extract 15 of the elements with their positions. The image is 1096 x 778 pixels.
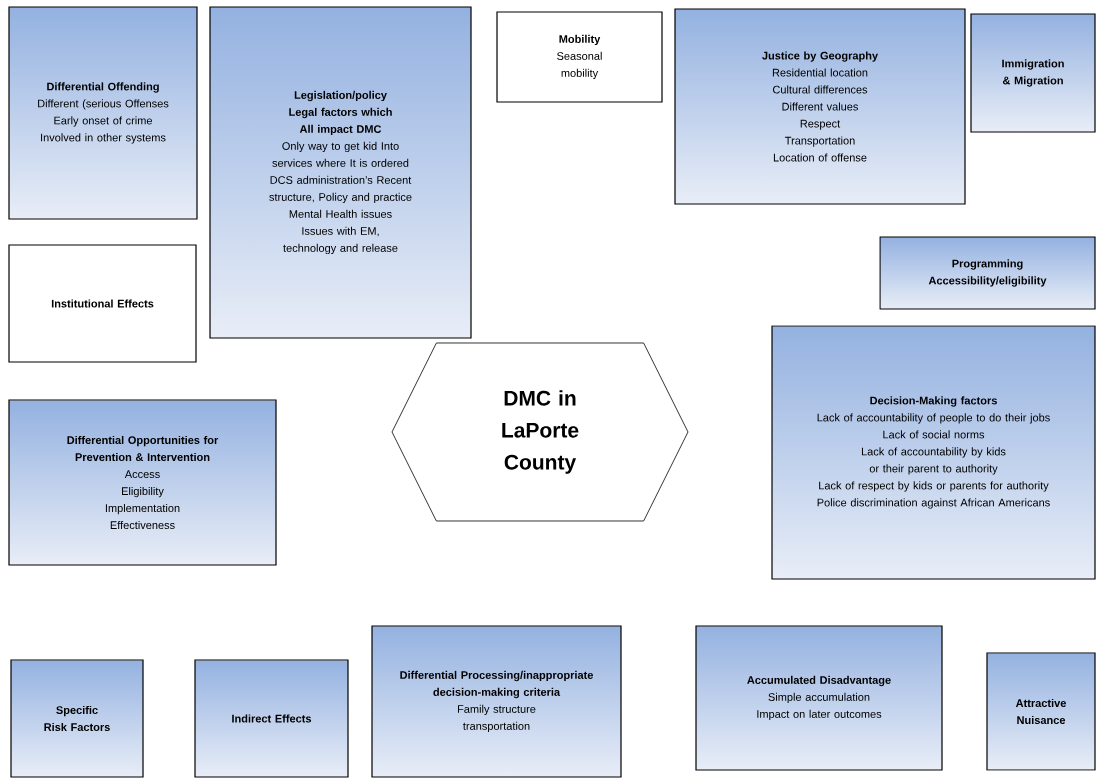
text-box: Attractive Nuisance [986,652,1096,771]
text-box: Accumulated Disadvantage Simple accumulation Impact on later outcomes [695,625,943,771]
text-box: Mobility Seasonal mobility [496,11,663,103]
text-box: Justice by Geography Residential location Cultural differences Different values Respect Transportation Location of offense [674,8,966,205]
text-box: Programming Accessibility/eligibility [879,236,1096,310]
text-box: Immigration & Migration [970,13,1096,133]
text-box: Legislation/policy Legal factors which All impact DMC Only way to get kid Into services where It is ordered DCS administration’s Recent structure, Policy and practice Mental Health issues Issues with EM, technology and release [209,6,472,339]
text-box: Indirect Effects [194,659,349,778]
text-box: Differential Offending Different (serious Offenses Early onset of crime Involved in other systems [8,6,198,220]
text-box: Differential Opportunities for Prevention & Intervention Access Eligibility Implementation Effectiveness [8,399,277,566]
text-box: Decision-Making factors Lack of accountability of people to do their jobs Lack of social norms Lack of accountability by kids or their parent to authority Lack of respect by kids or parents for authority Police discrimination against African Americans [771,325,1096,580]
hexagon: DMC in LaPorte County [391,342,689,522]
text-box: Institutional Effects [8,244,197,363]
text-box: Differential Processing/inappropriate decision-making criteria Family structure transportation [371,625,622,778]
text-box: Specific Risk Factors [10,659,144,778]
